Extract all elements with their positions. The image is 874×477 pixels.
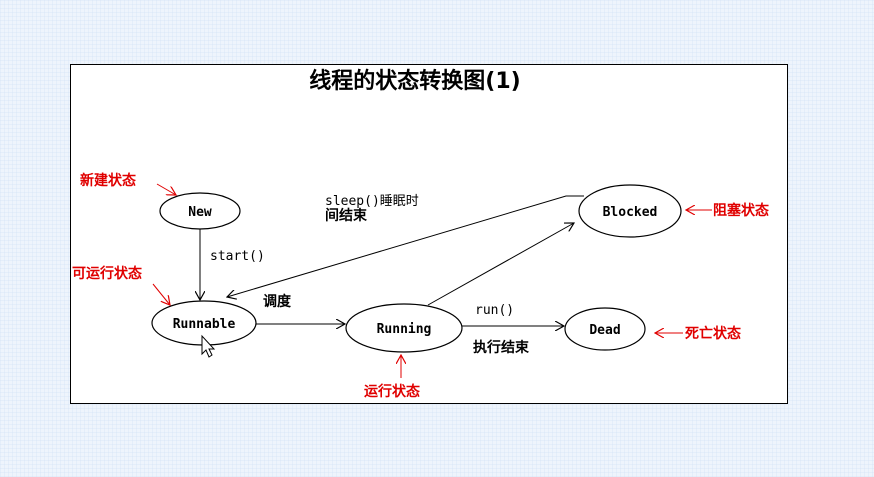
state-blocked-label: Blocked (603, 205, 658, 220)
diagram-title: 线程的状态转换图(1) (309, 68, 520, 94)
annotation-runnable: 可运行状态 (72, 265, 170, 305)
state-dead: Dead (564, 307, 646, 351)
annotation-running-label: 运行状态 (364, 383, 420, 400)
annotation-blocked-label: 阻塞状态 (713, 202, 769, 219)
edge-label-sleep-line1: sleep()睡眠时 (325, 194, 419, 209)
state-new: New (159, 192, 241, 230)
state-new-label: New (188, 205, 212, 220)
state-running: Running (345, 303, 463, 353)
state-runnable-label: Runnable (173, 317, 236, 332)
edge-blocked-to-runnable (227, 195, 584, 297)
annotation-running: 运行状态 (364, 355, 420, 400)
annotation-dead: 死亡状态 (655, 325, 741, 342)
state-running-label: Running (377, 322, 432, 337)
edge-label-run: run() (475, 303, 514, 318)
state-blocked: Blocked (578, 184, 682, 238)
annotation-new: 新建状态 (80, 172, 176, 195)
edge-label-finish: 执行结束 (473, 339, 530, 356)
edge-running-to-blocked (427, 223, 574, 306)
annotation-dead-label: 死亡状态 (684, 325, 741, 342)
state-dead-label: Dead (589, 323, 620, 338)
edge-label-sleep-line2: 间结束 (325, 207, 368, 224)
annotation-runnable-label: 可运行状态 (72, 265, 142, 282)
annotation-new-label: 新建状态 (80, 172, 136, 189)
annotation-blocked: 阻塞状态 (686, 202, 769, 219)
edge-label-start: start() (210, 249, 265, 264)
mouse-pointer-icon (201, 334, 216, 358)
edge-label-schedule: 调度 (263, 293, 292, 310)
